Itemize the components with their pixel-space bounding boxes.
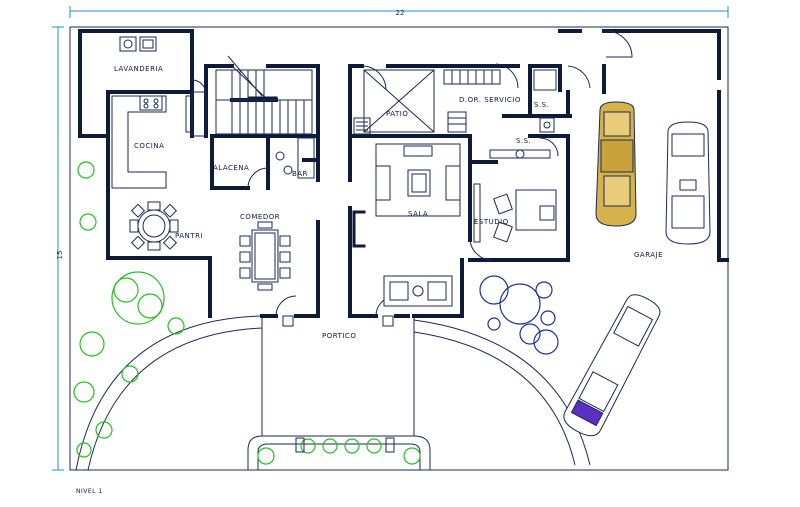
pantri-table <box>129 201 179 251</box>
laundry-fixtures <box>119 36 157 52</box>
garden-curve-left <box>75 315 263 471</box>
column-right <box>382 315 394 327</box>
width-dimension: 22 <box>396 9 405 17</box>
room-label-cocina: COCINA <box>134 142 164 150</box>
kitchen-fixtures <box>111 91 207 189</box>
walls-right-wing <box>348 29 729 318</box>
room-label-pantri: PANTRI <box>175 232 203 240</box>
sala-fixtures <box>352 143 461 307</box>
room-label-bar: BAR <box>292 170 308 178</box>
trees-blue <box>479 275 559 355</box>
stairs <box>215 55 313 135</box>
walls-left-wing <box>78 29 320 318</box>
column-left <box>282 315 294 327</box>
garden-curve-left-inner <box>87 327 263 471</box>
room-label-dor-servicio: D.OR. SERVICIO <box>459 96 521 104</box>
front-planter <box>247 435 431 470</box>
estudio-fixtures <box>473 149 557 243</box>
room-label-comedor: COMEDOR <box>240 213 280 221</box>
room-label-patio: PATIO <box>386 110 408 118</box>
level-label: NIVEL 1 <box>76 488 103 495</box>
room-label-ss-top: S.S. <box>534 101 549 109</box>
bar-fixtures <box>275 137 315 179</box>
garden-curve-right-inner <box>413 331 576 466</box>
front-planter-inner <box>257 443 421 470</box>
depth-dimension: 15 <box>56 251 64 260</box>
room-label-ss-mid: S.S. <box>516 137 531 145</box>
patio-fixtures <box>353 69 435 135</box>
room-label-lavanderia: LAVANDERIA <box>114 65 163 73</box>
car-white <box>665 121 711 245</box>
dining-table <box>239 221 291 291</box>
car-gold <box>595 101 637 227</box>
garden-curve-right <box>413 319 591 466</box>
car-driveway <box>563 294 661 437</box>
door-swings <box>191 30 633 317</box>
room-label-portico: PORTICO <box>322 332 356 340</box>
lot-outline <box>69 26 729 471</box>
planter-post-left <box>295 437 305 453</box>
service-stairs <box>443 69 557 133</box>
dimension-lines <box>52 6 729 471</box>
room-label-sala: SALA <box>408 210 428 218</box>
room-label-alacena: ALACENA <box>213 164 249 172</box>
trees-green <box>73 161 421 465</box>
room-label-garaje: GARAJE <box>634 251 663 259</box>
planter-post-right <box>385 437 395 453</box>
room-label-estudio: ESTUDIO <box>474 218 509 226</box>
